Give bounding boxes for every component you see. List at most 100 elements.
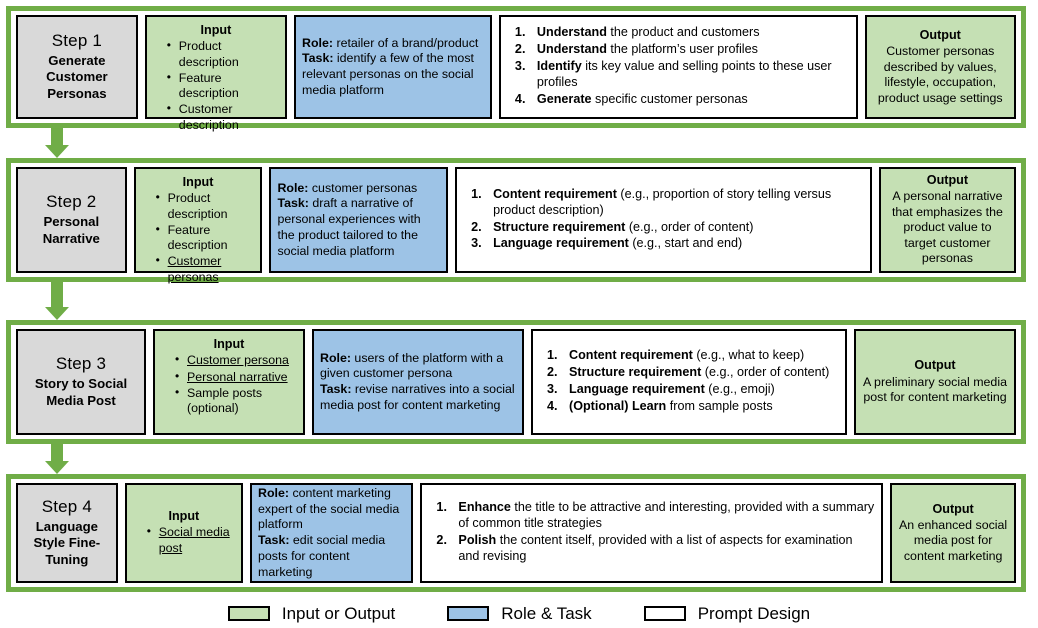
prompt-item-keyword: (Optional) Learn [569,398,667,413]
output-heading-4: Output [932,501,974,516]
task-text-1: identify a few of the most relevant pers… [302,51,474,97]
input-bullet-list-2: Product descriptionFeature descriptionCu… [142,190,255,286]
input-bullet-text: Sample posts (optional) [187,385,263,416]
prompt-item-text: (e.g., emoji) [704,382,775,396]
task-line-2: Task: draft a narrative of personal expe… [277,196,440,259]
output-text-4: An enhanced social media post for conten… [899,517,1008,563]
input-bullet-item: Personal narrative [175,369,297,385]
prompt-list-item: Language requirement (e.g., start and en… [467,236,864,252]
prompt-list-3: Content requirement (e.g., what to keep)… [543,348,839,415]
legend-label-prompt-design: Prompt Design [697,603,811,623]
input-heading-4: Input [168,509,200,524]
legend-swatch-input-output [227,605,270,621]
prompt-list-item: Polish the content itself, provided with… [432,533,875,565]
step-number-3: Step 3 [55,354,107,374]
prompt-item-keyword: Identify [536,59,582,74]
prompt-list-item: Identify its key value and selling point… [511,59,850,91]
prompt-item-text: (e.g., start and end) [628,236,743,251]
role-line-1: Role: retailer of a brand/product [302,36,484,52]
arrow-step1-to-step2 [45,128,69,158]
task-label-4: Task: [258,533,290,547]
step-number-2: Step 2 [46,192,97,212]
prompt-list-item: Structure requirement (e.g., order of co… [543,365,839,381]
legend-swatch-prompt-design [643,605,686,621]
role-task-cell-4: Role: content marketing expert of the so… [250,483,414,583]
legend-label-input-output: Input or Output [281,603,396,623]
output-text-3: A preliminary social media post for cont… [863,374,1007,405]
prompt-list-2: Content requirement (e.g., proportion of… [467,187,864,253]
input-bullet-text: Social media post [158,525,230,555]
task-label-3: Task: [320,382,352,396]
input-heading-3: Input [213,337,245,351]
prompt-item-keyword: Language requirement [569,382,705,396]
role-text-2: customer personas [308,180,418,195]
prompt-list-item: Understand the platform’s user profiles [511,42,850,58]
prompt-item-keyword: Language requirement [493,236,629,251]
input-bullet-text: Feature description [167,222,228,253]
task-line-3: Task: revise narratives into a social me… [320,382,516,414]
prompt-list-item: Generate specific customer personas [511,92,850,108]
legend-item-prompt-design: Prompt Design [643,603,811,623]
prompt-design-cell-4: Enhance the title to be attractive and i… [420,483,884,583]
prompt-item-text: (e.g., what to keep) [692,348,805,363]
task-text-3: revise narratives into a social media po… [320,382,515,412]
prompt-item-text: the product and customers [606,25,760,40]
input-bullet-item: Product description [167,38,279,70]
input-bullet-text: Customer persona [187,353,289,368]
step-title-4: Language Style Fine-Tuning [33,518,101,568]
input-bullet-list-1: Product descriptionFeature descriptionCu… [153,38,279,134]
prompt-item-text: from sample posts [666,398,773,413]
prompt-list-item: Enhance the title to be attractive and i… [432,500,875,532]
input-bullet-text: Personal narrative [187,369,288,384]
input-bullet-text: Product description [178,39,239,69]
input-bullet-text: Customer description [178,102,239,132]
role-task-body-3: Role: users of the platform with a given… [320,351,516,414]
input-bullet-item: Feature description [156,222,255,254]
prompt-item-text: the platform’s user profiles [606,42,758,57]
prompt-item-keyword: Content requirement [569,348,693,363]
prompt-item-keyword: Polish [458,533,497,547]
role-text-3: users of the platform with a given custo… [320,350,504,381]
input-bullet-item: Social media post [147,524,235,556]
prompt-item-keyword: Content requirement [493,186,617,201]
prompt-item-text: (e.g., proportion of story telling versu… [493,186,832,217]
output-heading-3: Output [914,358,956,373]
input-bullet-item: Customer personas [156,253,255,285]
output-heading-2: Output [926,173,969,188]
input-bullet-item: Feature description [167,70,279,102]
input-bullet-list-4: Social media post [133,524,235,557]
task-line-1: Task: identify a few of the most relevan… [302,51,484,98]
step-title-3: Story to Social Media Post [34,375,128,408]
role-line-2: Role: customer personas [277,181,440,197]
legend-label-role-task: Role & Task [501,603,592,623]
task-text-4: edit social media posts for content mark… [258,533,386,579]
role-task-body-4: Role: content marketing expert of the so… [258,486,405,581]
input-cell-1: InputProduct descriptionFeature descript… [144,15,288,132]
task-label-1: Task: [302,51,334,66]
prompt-item-text: (e.g., order of content) [625,219,754,234]
task-text-2: draft a narrative of personal experience… [277,196,421,258]
prompt-item-keyword: Structure requirement [493,219,626,234]
input-bullet-item: Product description [156,190,255,222]
prompt-item-text: its key value and selling points to thes… [536,59,832,89]
prompt-item-keyword: Structure requirement [569,365,702,380]
role-line-3: Role: users of the platform with a given… [320,351,516,383]
prompt-list-item: Content requirement (e.g., proportion of… [467,187,864,219]
arrow-shaft [51,282,63,307]
input-cell-3: InputCustomer personaPersonal narrativeS… [153,329,305,435]
prompt-item-keyword: Generate [536,91,592,106]
input-cell-2: InputProduct descriptionFeature descript… [133,167,263,284]
prompt-list-item: Language requirement (e.g., emoji) [543,382,839,398]
input-bullet-item: Sample posts (optional) [175,385,297,417]
role-line-4: Role: content marketing expert of the so… [258,486,405,533]
input-bullet-text: Customer personas [167,254,222,284]
